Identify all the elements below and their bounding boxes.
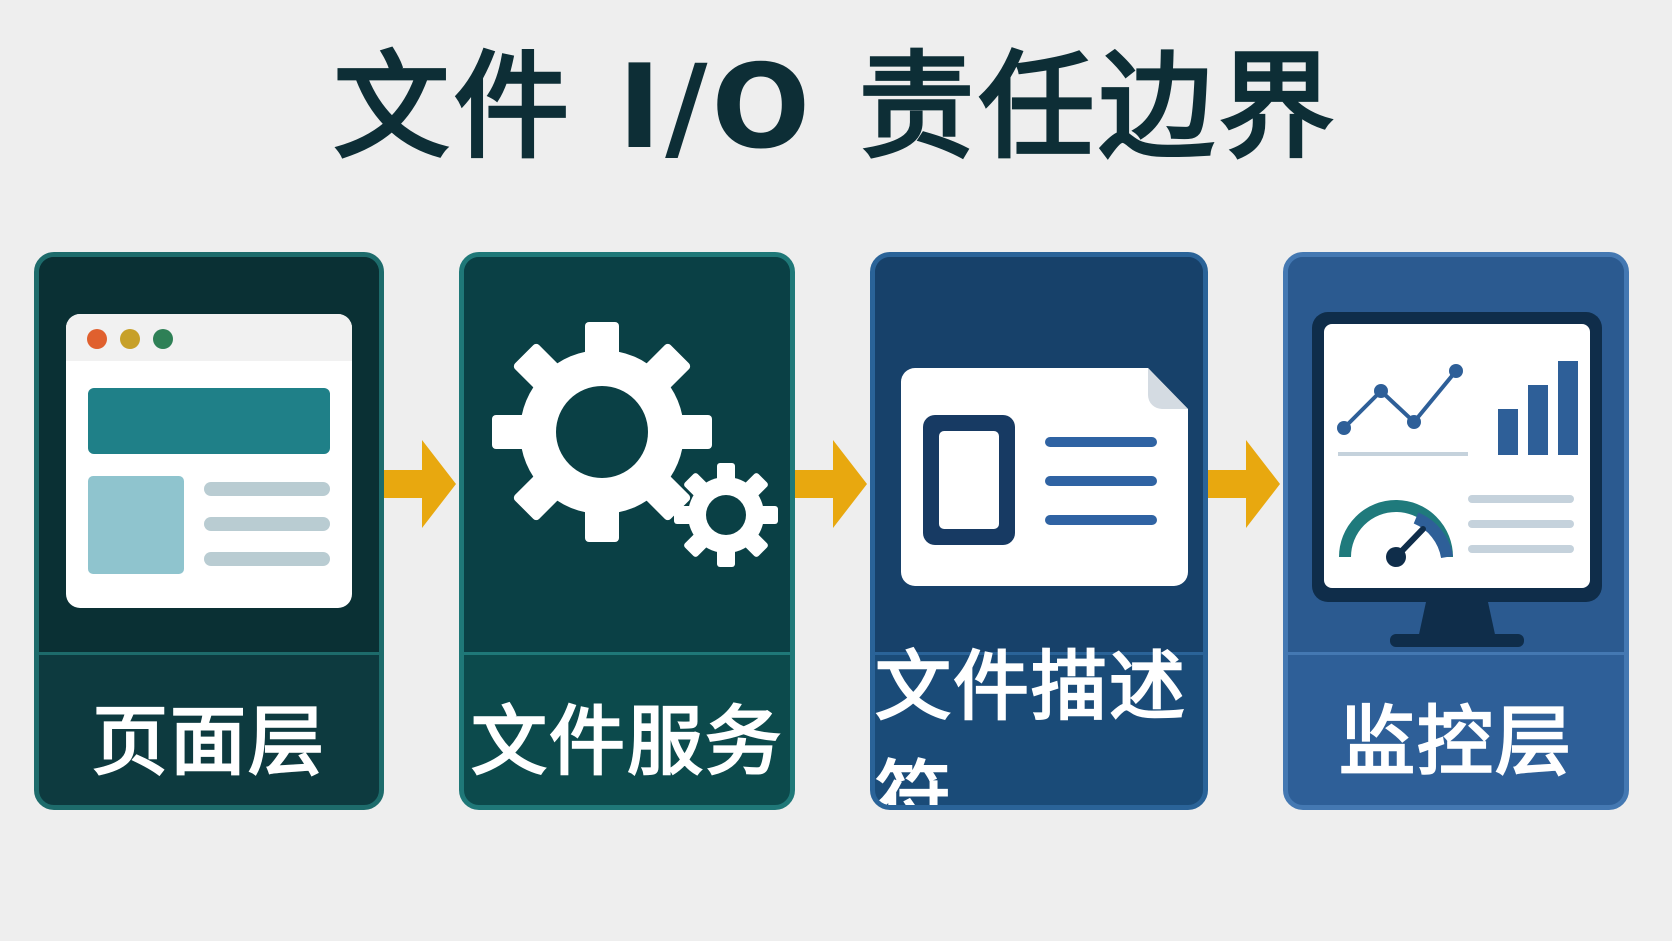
stage-card-file-descriptor: 文件描述符 — [870, 252, 1208, 810]
monitor-dashboard-icon — [1312, 312, 1602, 647]
stage-label: 文件服务 — [471, 697, 783, 786]
stage-label: 页面层 — [92, 697, 326, 786]
maximize-dot-icon — [153, 329, 173, 349]
browser-window-icon — [66, 314, 352, 608]
arrow-right-icon — [1208, 440, 1280, 528]
close-dot-icon — [87, 329, 107, 349]
stage-card-file-service: 文件服务 — [459, 252, 795, 810]
gears-icon — [492, 322, 778, 567]
stage-card-monitoring-layer: 监控层 — [1283, 252, 1629, 810]
page-title: 文件 I/O 责任边界 — [333, 40, 1339, 175]
arrow-right-icon — [795, 440, 867, 528]
stage-label: 监控层 — [1339, 697, 1573, 786]
arrow-right-icon — [384, 440, 456, 528]
file-descriptor-document-icon — [901, 368, 1188, 586]
stage-card-page-layer: 页面层 — [34, 252, 384, 810]
stage-label: 文件描述符 — [875, 642, 1187, 810]
minimize-dot-icon — [120, 329, 140, 349]
